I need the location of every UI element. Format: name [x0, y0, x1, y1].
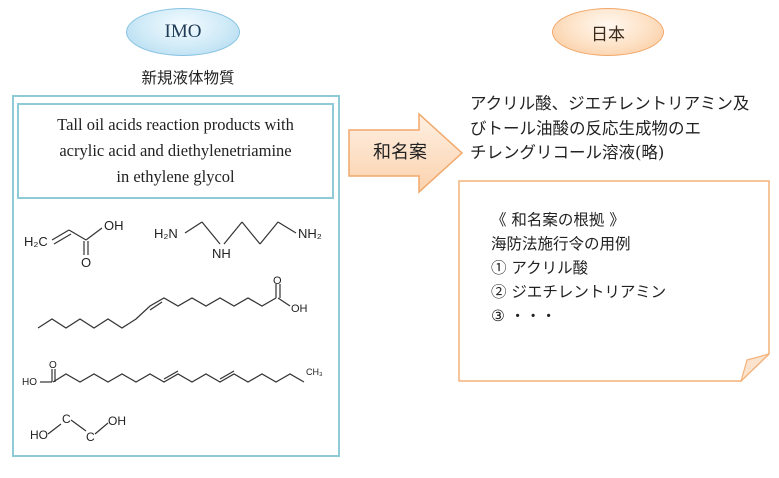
note-subtitle: 海防法施行令の用例 [491, 235, 631, 253]
linoleic-ho-label: HO [22, 377, 37, 388]
acrylic-acid-structure: H₂C OH O [24, 218, 124, 270]
linoleic-ch3-label: CH₃ [306, 367, 323, 377]
imo-header-label: IMO [164, 21, 202, 42]
note-item: ① アクリル酸 [491, 259, 589, 277]
japanese-name: アクリル酸、ジエチレントリアミン及 びトール油酸の反応生成物のエ チレングリコー… [470, 92, 770, 166]
acrylic-o-label: O [81, 255, 91, 270]
japan-header-label: 日本 [591, 24, 625, 44]
imo-substance-box [12, 95, 340, 457]
dien-nh2-label: NH₂ [298, 226, 322, 241]
ethylene-glycol-structure: HO C C OH [30, 412, 126, 444]
new-liquid-substance-label: 新規液体物質 [141, 69, 235, 87]
note-title: 《 和名案の根拠 》 [491, 211, 625, 229]
glycol-ho-label: HO [30, 428, 48, 442]
japanese-name-line: びトール油酸の反応生成物のエ [470, 118, 701, 138]
japanese-name-line: チレングリコール溶液(略) [470, 143, 665, 162]
glycol-c2-label: C [86, 430, 95, 444]
note-item: ③ ・・・ [491, 307, 557, 325]
english-name-box: Tall oil acids reaction products with ac… [17, 103, 334, 199]
dien-h2n-label: H₂N [154, 226, 178, 241]
diethylenetriamine-structure: H₂N NH NH₂ [154, 221, 322, 261]
japan-header-oval: 日本 [552, 8, 664, 56]
glycol-c1-label: C [62, 412, 71, 426]
english-name-line: Tall oil acids reaction products with [57, 115, 294, 134]
oleic-o-label: O [273, 275, 282, 287]
right-arrow-icon [348, 112, 464, 194]
note-item: ② ジエチレントリアミン [491, 283, 667, 301]
acrylic-oh-label: OH [104, 218, 124, 233]
rationale-note-box [458, 180, 770, 382]
english-name-line: in ethylene glycol [116, 167, 235, 186]
linoleic-o-label: O [49, 360, 57, 371]
rationale-note-content: 《 和名案の根拠 》 海防法施行令の用例 ① アクリル酸 ② ジエチレントリアミ… [491, 208, 751, 328]
oleic-acid-structure: O OH [37, 275, 308, 329]
english-name-line: acrylic acid and diethylenetriamine [59, 141, 292, 160]
imo-header-oval: IMO [126, 8, 240, 56]
acrylic-h2c-label: H₂C [24, 234, 48, 249]
linoleic-acid-structure: HO O CH₃ [22, 360, 323, 388]
glycol-oh-label: OH [108, 414, 126, 428]
arrow-label: 和名案 [373, 142, 427, 163]
dien-nh-label: NH [212, 246, 231, 261]
japanese-name-line: アクリル酸、ジエチレントリアミン及 [470, 94, 750, 113]
oleic-oh-label: OH [291, 303, 308, 315]
